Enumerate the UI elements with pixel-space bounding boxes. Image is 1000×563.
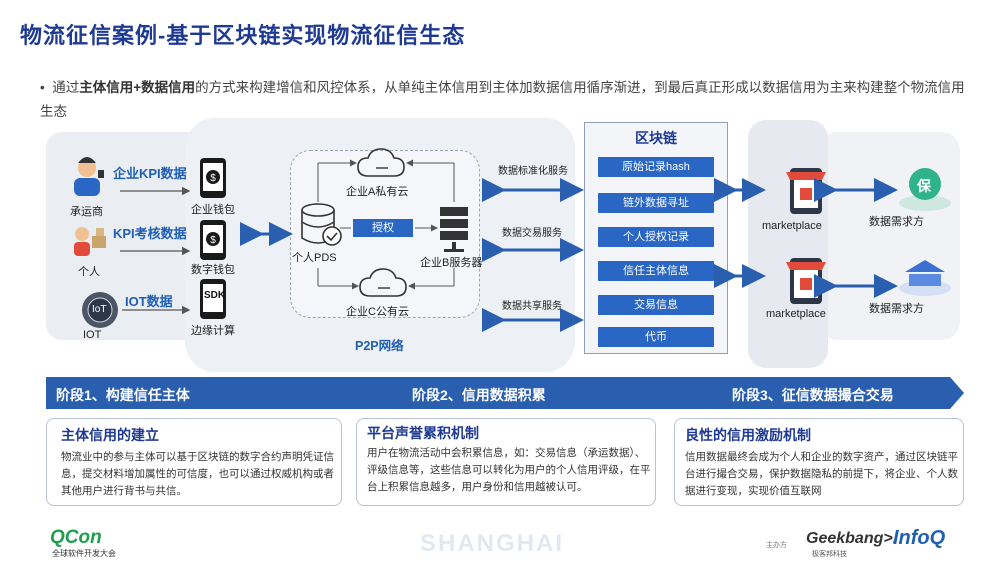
carrier-icon xyxy=(74,157,104,196)
page-title: 物流征信案例-基于区块链实现物流征信生态 xyxy=(20,23,466,48)
edge-computing-icon xyxy=(200,279,226,319)
carrier-label: 承运商 xyxy=(70,206,103,218)
bullet-rest: 的方式来构建增信和风控体系，从单纯主体信用到主体加数据信用循序渐进，到最后真正形… xyxy=(40,80,965,119)
marketplace-icon xyxy=(786,258,826,304)
city-watermark: SHANGHAI xyxy=(420,530,565,557)
insurance-char: 保 xyxy=(917,178,931,194)
band-demand xyxy=(820,132,960,340)
digital-wallet-icon: $ xyxy=(200,220,226,260)
phase-1-label: 阶段1、构建信任主体 xyxy=(56,387,190,403)
personal-pds-icon xyxy=(301,203,342,246)
phase-arrow-bar xyxy=(46,377,964,409)
cloud-c-icon xyxy=(359,268,407,297)
chain-item: 代币 xyxy=(598,327,714,347)
blockchain-title: 区块链 xyxy=(635,130,677,146)
enterprise-wallet-icon: $ xyxy=(200,158,226,198)
card-text: 物流业中的参与主体可以基于区块链的数字合约声明凭证信息，提交材料增加属性的可信度… xyxy=(61,451,334,497)
iot-badge: IoT xyxy=(92,304,107,315)
server-b-label: 企业B服务器 xyxy=(420,257,483,269)
card-text: 信用数据最终会成为个人和企业的数字资产，通过区块链平台进行撮合交易，保护数据隐私… xyxy=(685,451,958,497)
chain-item: 个人授权记录 xyxy=(598,227,714,247)
geekbang-subtitle: 极客邦科技 xyxy=(812,551,847,558)
svg-text:$: $ xyxy=(210,173,216,184)
bullet-prefix: 通过 xyxy=(52,80,80,95)
iot-label: IOT xyxy=(83,329,102,341)
qcon-subtitle: 全球软件开发大会 xyxy=(52,549,116,558)
chain-item: 原始记录hash xyxy=(598,157,714,177)
person-label: 个人 xyxy=(78,266,100,278)
chain-item: 信任主体信息 xyxy=(598,261,714,281)
demand-party-label: 数据需求方 xyxy=(869,303,924,315)
chain-item: 链外数据寻址 xyxy=(598,193,714,213)
demand-party-label: 数据需求方 xyxy=(869,216,924,228)
enterprise-wallet-label: 企业钱包 xyxy=(191,204,235,216)
host-label: 主办方 xyxy=(766,542,787,549)
phase-2-label: 阶段2、信用数据积累 xyxy=(412,387,546,403)
person-icon xyxy=(74,227,106,256)
card-heading: 平台声誉累积机制 xyxy=(367,425,479,441)
chain-item: 交易信息 xyxy=(598,295,714,315)
card-reputation: 平台声誉累积机制 用户在物流活动中会积累信息，如：交易信息（承运数据）、评级信息… xyxy=(356,418,656,506)
card-incentive: 良性的信用激励机制 信用数据最终会成为个人和企业的数字资产，通过区块链平台进行撮… xyxy=(674,418,964,506)
server-b-icon xyxy=(440,207,468,252)
marketplace-icon xyxy=(786,168,826,214)
personal-pds-label: 个人PDS xyxy=(292,252,337,264)
card-subject-credit: 主体信用的建立 物流业中的参与主体可以基于区块链的数字合约声明凭证信息，提交材料… xyxy=(46,418,342,506)
svg-text:$: $ xyxy=(210,235,216,246)
card-text: 用户在物流活动中会积累信息，如：交易信息（承运数据）、评级信息等，这些信息可以转… xyxy=(367,447,651,493)
kpi-assessment-label: KPI考核数据 xyxy=(113,226,187,241)
sdk-badge: SDK xyxy=(204,290,226,301)
marketplace-label: marketplace xyxy=(766,308,826,320)
enterprise-kpi-label: 企业KPI数据 xyxy=(113,166,187,181)
authorization-box: 授权 xyxy=(353,219,413,237)
qcon-logo: QCon xyxy=(50,527,102,548)
service-trading: 数据交易服务 xyxy=(502,228,562,239)
phase-3-label: 阶段3、征信数据撮合交易 xyxy=(732,387,894,403)
card-heading: 良性的信用激励机制 xyxy=(685,427,811,443)
cloud-a-label: 企业A私有云 xyxy=(346,186,409,198)
cloud-a-icon xyxy=(357,148,405,177)
bullet-plus: + xyxy=(133,80,142,95)
p2p-label: P2P网络 xyxy=(355,339,404,353)
service-standardization: 数据标准化服务 xyxy=(498,166,568,177)
bullet-dot: • xyxy=(40,80,53,95)
intro-bullet: • 通过主体信用+数据信用的方式来构建增信和风控体系，从单纯主体信用到主体加数据… xyxy=(40,76,970,124)
service-sharing: 数据共享服务 xyxy=(502,301,562,312)
iot-data-label: IOT数据 xyxy=(125,294,173,309)
bullet-bold-data: 数据信用 xyxy=(141,80,196,95)
edge-computing-label: 边缘计算 xyxy=(191,325,235,337)
card-heading: 主体信用的建立 xyxy=(61,427,159,443)
bank-demand-icon xyxy=(899,260,951,296)
band-marketplace xyxy=(748,120,828,368)
infoq-logo: InfoQ xyxy=(893,527,946,549)
cloud-c-label: 企业C公有云 xyxy=(346,306,409,318)
insurance-demand-icon xyxy=(899,168,951,211)
digital-wallet-label: 数字钱包 xyxy=(191,264,235,276)
geekbang-logo: Geekbang>. xyxy=(806,530,898,547)
marketplace-label: marketplace xyxy=(762,220,822,232)
bullet-bold-subject: 主体信用 xyxy=(79,80,134,95)
iot-icon xyxy=(82,292,118,328)
